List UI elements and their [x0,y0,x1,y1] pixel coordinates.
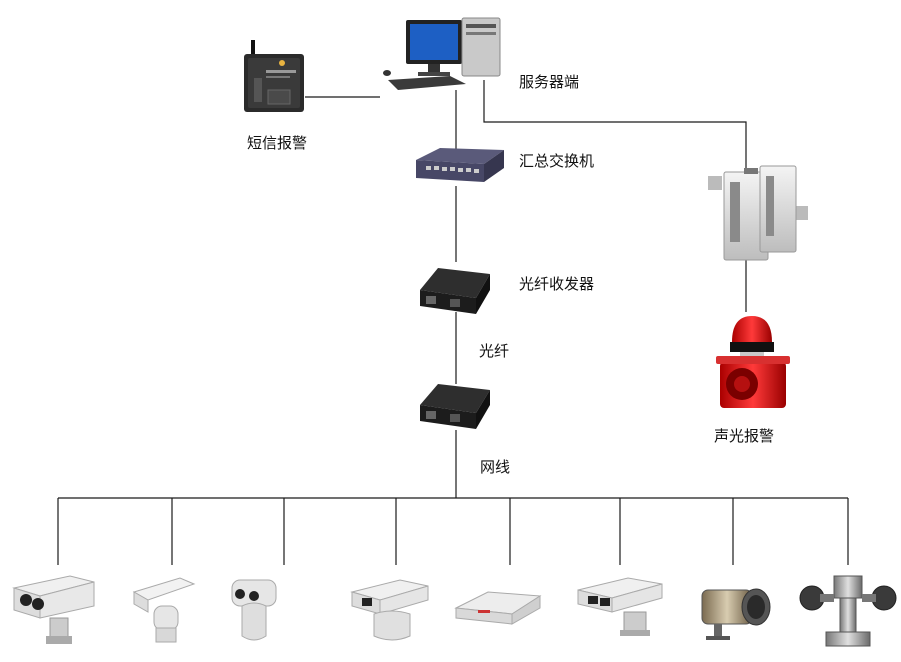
sms-alarm-icon [244,40,304,112]
server-label: 服务器端 [519,73,580,91]
camera-2-icon [132,577,196,643]
camera-1-icon [12,575,95,644]
camera-8-icon [799,575,897,647]
server-to-io-line [483,80,747,168]
sound-light-alarm-label: 声光报警 [714,427,775,445]
switch-label: 汇总交换机 [519,152,595,170]
fiber-label: 光纤 [479,342,510,360]
switch-icon [416,148,504,182]
fiber-transceiver-label: 光纤收发器 [519,275,595,293]
camera-7-icon [701,588,771,640]
camera-4-icon [350,579,429,641]
camera-5-icon [454,591,542,625]
transceiver-icon-bottom [420,384,490,429]
sms-alarm-label: 短信报警 [247,134,308,152]
connection-lines [57,80,849,565]
network-cable-label: 网线 [480,458,511,476]
camera-6-icon [577,577,663,636]
camera-3-icon [231,579,277,641]
transceiver-icon-top [420,268,490,314]
server-icon [383,17,501,90]
io-module-icon [708,165,808,261]
alarm-icon [716,316,790,408]
